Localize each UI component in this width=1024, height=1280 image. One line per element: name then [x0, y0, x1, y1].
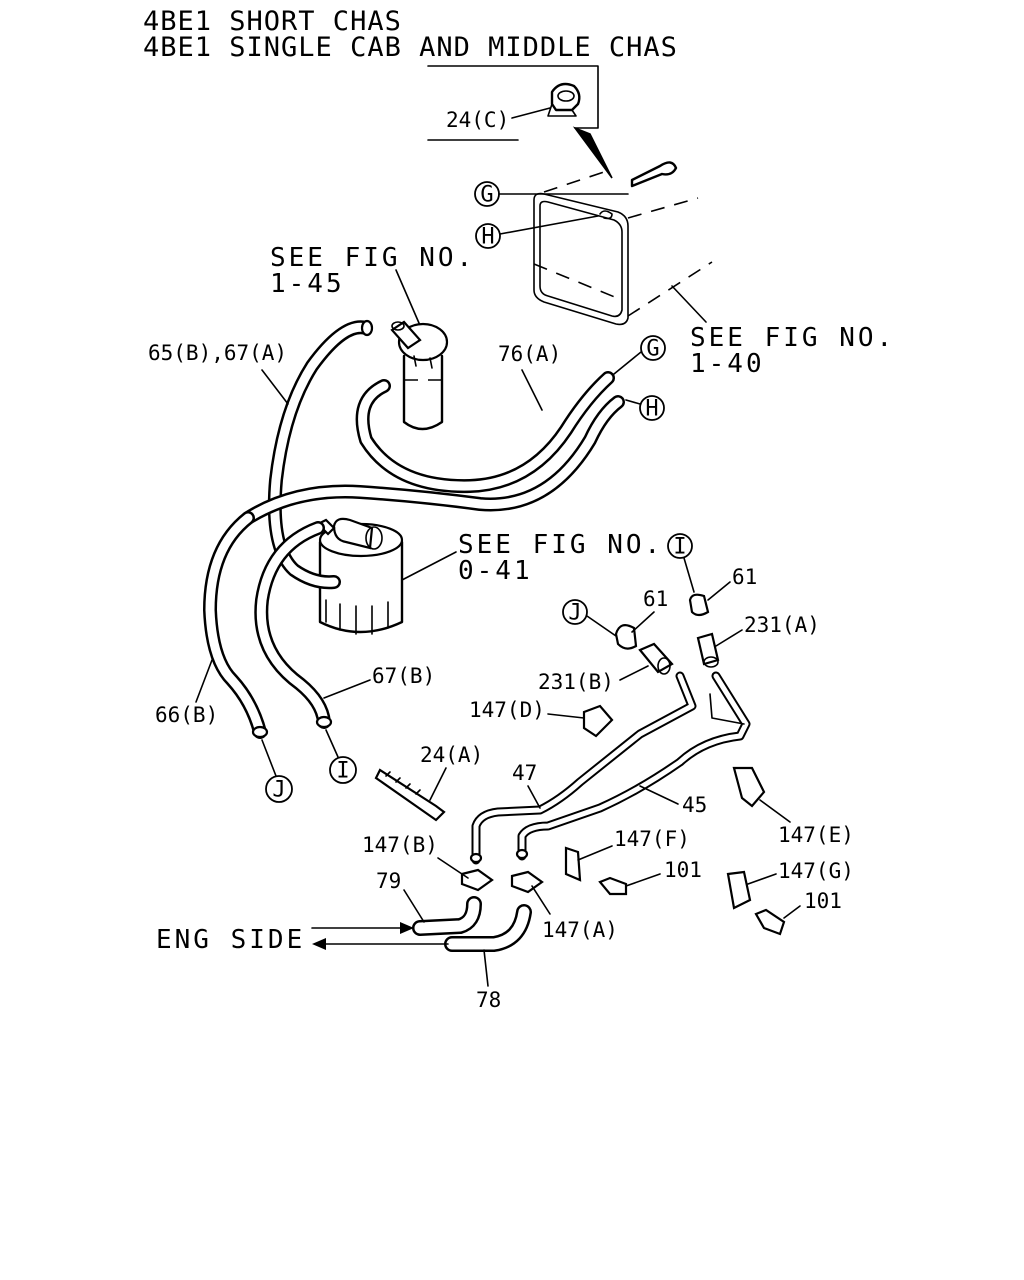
- label-45: 45: [682, 793, 707, 817]
- eng-side-label: ENG SIDE: [156, 925, 305, 955]
- note-fig-0-41-line1: SEE FIG NO.: [458, 530, 663, 560]
- note-fig-1-40-line1: SEE FIG NO.: [690, 323, 895, 353]
- connector-h-top: [475, 223, 501, 249]
- label-147d: 147(D): [469, 698, 545, 722]
- clip-24c-icon: [547, 82, 581, 117]
- arrow-to-engine: [400, 922, 414, 934]
- sleeve-231a: [696, 632, 720, 666]
- label-231b: 231(B): [538, 670, 614, 694]
- connector-i-hose: [329, 756, 357, 784]
- note-fig-1-45-line2: 1-45: [270, 269, 345, 299]
- small-parts: [374, 593, 786, 936]
- pipes: [469, 671, 751, 865]
- clamp-61-right: [688, 593, 710, 617]
- clip-147e: [732, 766, 766, 808]
- connector-i-hose-label: I: [336, 759, 349, 784]
- clip-147a: [510, 870, 544, 894]
- connector-h-hose: [639, 395, 665, 421]
- connector-g-top-label: G: [480, 183, 493, 208]
- clip-147g: [726, 870, 752, 910]
- label-47: 47: [512, 761, 537, 785]
- label-101-b: 101: [804, 889, 842, 913]
- label-231a: 231(A): [744, 613, 820, 637]
- connector-j-pipe: [562, 599, 588, 625]
- cable-tie-24a: [374, 768, 446, 822]
- water-separator: [390, 320, 449, 431]
- clamp-61-left: [614, 623, 638, 650]
- label-65b-67a: 65(B),67(A): [148, 341, 287, 365]
- label-61-left: 61: [643, 587, 668, 611]
- sleeve-231b: [638, 642, 674, 674]
- note-fig-1-45-line1: SEE FIG NO.: [270, 243, 475, 273]
- note-fig-0-41-line2: 0-41: [458, 556, 533, 586]
- bolt-101a: [598, 876, 628, 896]
- label-61-right: 61: [732, 565, 757, 589]
- note-fig-1-40-line2: 1-40: [690, 349, 765, 379]
- header-line-2: 4BE1 SINGLE CAB AND MIDDLE CHAS: [143, 32, 678, 63]
- label-24a: 24(A): [420, 743, 483, 767]
- label-66b: 66(B): [155, 703, 218, 727]
- clip-147d: [582, 704, 614, 738]
- label-76a: 76(A): [498, 342, 561, 366]
- label-147g: 147(G): [778, 859, 854, 883]
- arrow-from-engine: [312, 938, 326, 950]
- bolt-101b: [754, 908, 786, 936]
- clip-147f: [564, 846, 582, 882]
- hoses: [203, 319, 625, 952]
- tank-fitting-h: [599, 210, 613, 220]
- label-147a: 147(A): [542, 918, 618, 942]
- connector-i-pipe-label: I: [673, 535, 686, 560]
- label-147b: 147(B): [362, 833, 438, 857]
- connector-j-hose: [265, 775, 293, 803]
- label-78: 78: [476, 988, 501, 1012]
- connector-g-hose-label: G: [646, 337, 659, 362]
- label-24c: 24(C): [446, 108, 509, 132]
- connector-i-pipe: [667, 533, 693, 559]
- label-147e: 147(E): [778, 823, 854, 847]
- label-79: 79: [376, 869, 401, 893]
- connector-g-hose: [640, 335, 666, 361]
- inset-box: 24(C): [427, 65, 613, 179]
- connector-j-hose-label: J: [272, 778, 285, 803]
- connector-h-hose-label: H: [645, 397, 658, 422]
- clip-147b: [460, 868, 494, 892]
- label-147f: 147(F): [614, 827, 690, 851]
- tank-fitting-g: [630, 161, 678, 188]
- callout-pointer: [572, 126, 613, 179]
- header-line-1: 4BE1 SHORT CHAS: [143, 6, 402, 37]
- connector-j-pipe-label: J: [568, 601, 581, 626]
- connector-h-top-label: H: [481, 225, 494, 250]
- label-67b: 67(B): [372, 664, 435, 688]
- label-101-a: 101: [664, 858, 702, 882]
